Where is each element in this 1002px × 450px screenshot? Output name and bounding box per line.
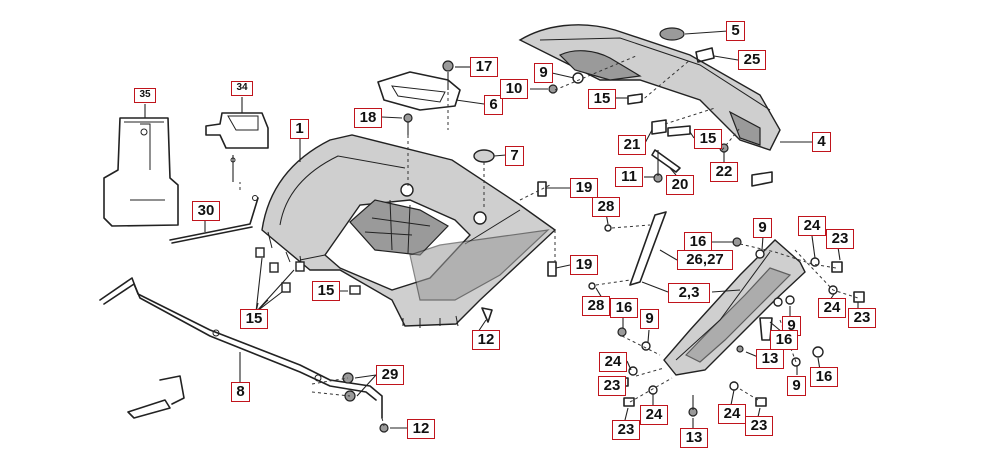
callout-11: 11	[615, 167, 643, 187]
callout-2-3: 2,3	[668, 283, 710, 303]
callout-6: 6	[484, 95, 503, 115]
callout-7: 7	[505, 146, 524, 166]
callout-34: 34	[231, 81, 253, 96]
callout-30: 30	[192, 201, 220, 221]
callout-24-c: 24	[599, 352, 627, 372]
assembly-guide-lines	[239, 55, 859, 427]
callout-23-a: 23	[826, 229, 854, 249]
callout-18: 18	[354, 108, 382, 128]
callout-4: 4	[812, 132, 831, 152]
callout-23-e: 23	[745, 416, 773, 436]
callout-9-top: 9	[534, 63, 553, 83]
callout-25: 25	[738, 50, 766, 70]
callout-15-top: 15	[588, 89, 616, 109]
part-30-rod	[169, 195, 259, 244]
callout-1: 1	[290, 119, 309, 139]
callout-23-b: 23	[848, 308, 876, 328]
callout-21: 21	[618, 135, 646, 155]
callout-16-d: 16	[810, 367, 838, 387]
callout-23-d: 23	[612, 420, 640, 440]
callout-15-clips: 15	[240, 309, 268, 329]
callout-12-lower: 12	[407, 419, 435, 439]
callout-22: 22	[710, 162, 738, 182]
callout-20: 20	[666, 175, 694, 195]
callout-leaders	[144, 30, 859, 429]
callout-28-upper: 28	[592, 197, 620, 217]
callout-9-b: 9	[753, 218, 772, 238]
callout-12-upper: 12	[472, 330, 500, 350]
part-34-bracket	[205, 112, 269, 182]
callout-35: 35	[134, 88, 156, 103]
callout-15-rack: 15	[694, 129, 722, 149]
callout-8: 8	[231, 382, 250, 402]
callout-10: 10	[500, 79, 528, 99]
part-26-27-strap	[629, 211, 667, 286]
part-35-panel	[103, 117, 179, 227]
callout-23-c: 23	[598, 376, 626, 396]
callout-29: 29	[376, 365, 404, 385]
callout-5: 5	[726, 21, 745, 41]
callout-15-fender: 15	[312, 281, 340, 301]
callout-13-a: 13	[756, 349, 784, 369]
callout-13-b: 13	[680, 428, 708, 448]
callout-16-c: 16	[770, 330, 798, 350]
callout-17: 17	[470, 57, 498, 77]
callout-26-27: 26,27	[677, 250, 733, 270]
callout-24-d: 24	[640, 405, 668, 425]
callout-16-b: 16	[610, 298, 638, 318]
part-1-rear-fender	[255, 134, 557, 328]
callout-9-c: 9	[640, 309, 659, 329]
callout-24-b: 24	[818, 298, 846, 318]
callout-24-e: 24	[718, 404, 746, 424]
callout-19-upper: 19	[570, 178, 598, 198]
part-4-rear-cover	[518, 24, 781, 151]
callout-24-a: 24	[798, 216, 826, 236]
part-8-rail	[99, 277, 383, 419]
callout-28-lower: 28	[582, 296, 610, 316]
part-6-bracket	[377, 71, 461, 111]
callout-16-a: 16	[684, 232, 712, 252]
callout-9-e: 9	[787, 376, 806, 396]
callout-19-lower: 19	[570, 255, 598, 275]
part-2-3-side-guard	[663, 239, 806, 376]
